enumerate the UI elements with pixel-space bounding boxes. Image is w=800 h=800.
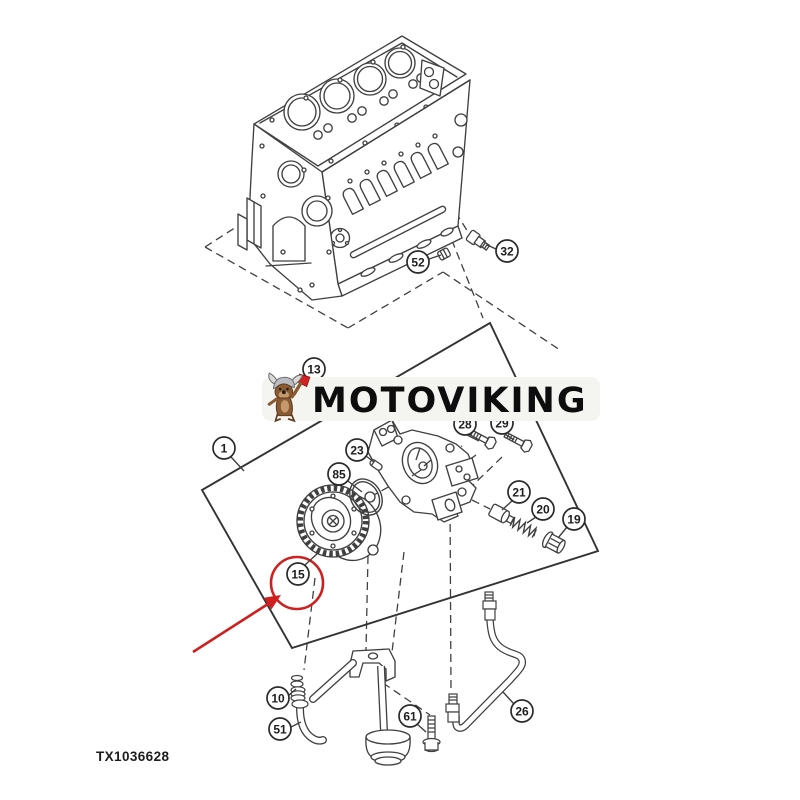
callout-circle xyxy=(268,717,292,741)
callout-circle xyxy=(562,507,586,531)
callout-10: 10 xyxy=(266,686,297,710)
plug-part-52 xyxy=(437,247,451,261)
callout-number: 61 xyxy=(403,709,417,723)
pan-rail-slots xyxy=(360,227,454,277)
callout-20: 20 xyxy=(526,497,555,524)
callout-leader-line xyxy=(428,254,442,260)
callout-number: 20 xyxy=(536,502,550,516)
callout-number: 10 xyxy=(271,691,285,705)
viking-dog-mascot-icon xyxy=(267,372,311,423)
callout-circle xyxy=(495,239,519,263)
callout-number: 21 xyxy=(512,485,526,499)
tube-fitting-top xyxy=(482,591,497,621)
callout-32: 32 xyxy=(486,239,519,263)
callout-61: 61 xyxy=(398,704,427,733)
bolt-part-61 xyxy=(422,715,441,753)
callout-85: 85 xyxy=(327,462,363,493)
callout-leader-line xyxy=(501,500,513,511)
callout-leader-line xyxy=(504,433,515,441)
callout-15: 15 xyxy=(286,551,320,586)
suction-arm-and-elbow-51 xyxy=(296,659,357,745)
callout-circle xyxy=(286,562,310,586)
callout-number: 13 xyxy=(307,362,321,376)
callout-leader-line xyxy=(486,244,497,250)
callout-number: 26 xyxy=(515,704,529,718)
engine-block-art xyxy=(237,35,471,301)
red-highlight-circle xyxy=(269,555,325,611)
callout-leader-line xyxy=(526,516,537,524)
callout-leader-line xyxy=(502,691,515,705)
oil-pump-housing-art xyxy=(367,419,479,523)
callout-leader-line xyxy=(416,723,427,733)
callout-number: 15 xyxy=(291,567,305,581)
callout-52: 52 xyxy=(406,250,442,274)
callout-1: 1 xyxy=(212,436,245,472)
callout-leader-line xyxy=(365,455,375,463)
callout-circle xyxy=(266,686,290,710)
brand-watermark xyxy=(262,377,600,421)
seller-highlight-red-marker xyxy=(192,555,325,654)
pump-face-holes xyxy=(309,493,357,549)
callout-circle xyxy=(327,462,351,486)
tube-fitting-bottom xyxy=(445,693,460,723)
oil-tube-part-26 xyxy=(452,616,527,732)
callout-number: 19 xyxy=(567,512,581,526)
pickup-bracket-art xyxy=(349,648,396,682)
relief-plug-part-19 xyxy=(541,531,566,554)
callout-circle xyxy=(398,704,422,728)
bolt-part-28 xyxy=(467,428,497,450)
callout-circle xyxy=(507,480,531,504)
sensor-part-32 xyxy=(465,229,491,251)
callout-circle xyxy=(345,438,369,462)
callout-19: 19 xyxy=(557,507,586,539)
callout-number: 23 xyxy=(350,443,364,457)
callout-circle xyxy=(531,497,555,521)
red-arrow-line xyxy=(192,602,269,654)
callout-number: 85 xyxy=(332,467,346,481)
oil-pump-gear-art xyxy=(296,484,382,562)
callout-23: 23 xyxy=(345,438,375,463)
callout-circle xyxy=(406,250,430,274)
o-ring-part-85 xyxy=(349,478,383,516)
callout-leader-line xyxy=(230,456,245,472)
pickup-tube-and-strainer-art xyxy=(365,665,411,766)
callout-leader-line xyxy=(288,688,297,696)
callout-circle xyxy=(212,436,236,460)
callout-number: 52 xyxy=(411,255,425,269)
callout-leader-line xyxy=(466,434,480,442)
side-arch-slots xyxy=(342,133,449,215)
pin-part-23 xyxy=(369,459,383,471)
red-arrow-head xyxy=(263,595,281,610)
callout-leader-line xyxy=(290,721,302,728)
callout-13: 13 xyxy=(301,357,326,385)
callout-number: 1 xyxy=(221,441,228,455)
front-bolt-holes xyxy=(259,143,332,293)
callout-leader-line xyxy=(347,480,363,493)
washer-stack-part-10 xyxy=(290,674,309,709)
callout-number: 51 xyxy=(273,722,287,736)
callout-51: 51 xyxy=(268,717,302,741)
callout-number: 32 xyxy=(500,244,514,258)
callout-leader-line xyxy=(304,551,320,566)
callout-26: 26 xyxy=(502,691,534,723)
assembly-plane-box xyxy=(200,321,600,650)
brand-text: MOTOVIKING xyxy=(312,381,588,421)
callout-circle xyxy=(510,699,534,723)
relief-spring-part-20 xyxy=(509,516,538,538)
callout-leader-line xyxy=(557,526,568,539)
drawing-code: TX1036628 xyxy=(96,749,170,764)
callout-21: 21 xyxy=(501,480,531,511)
